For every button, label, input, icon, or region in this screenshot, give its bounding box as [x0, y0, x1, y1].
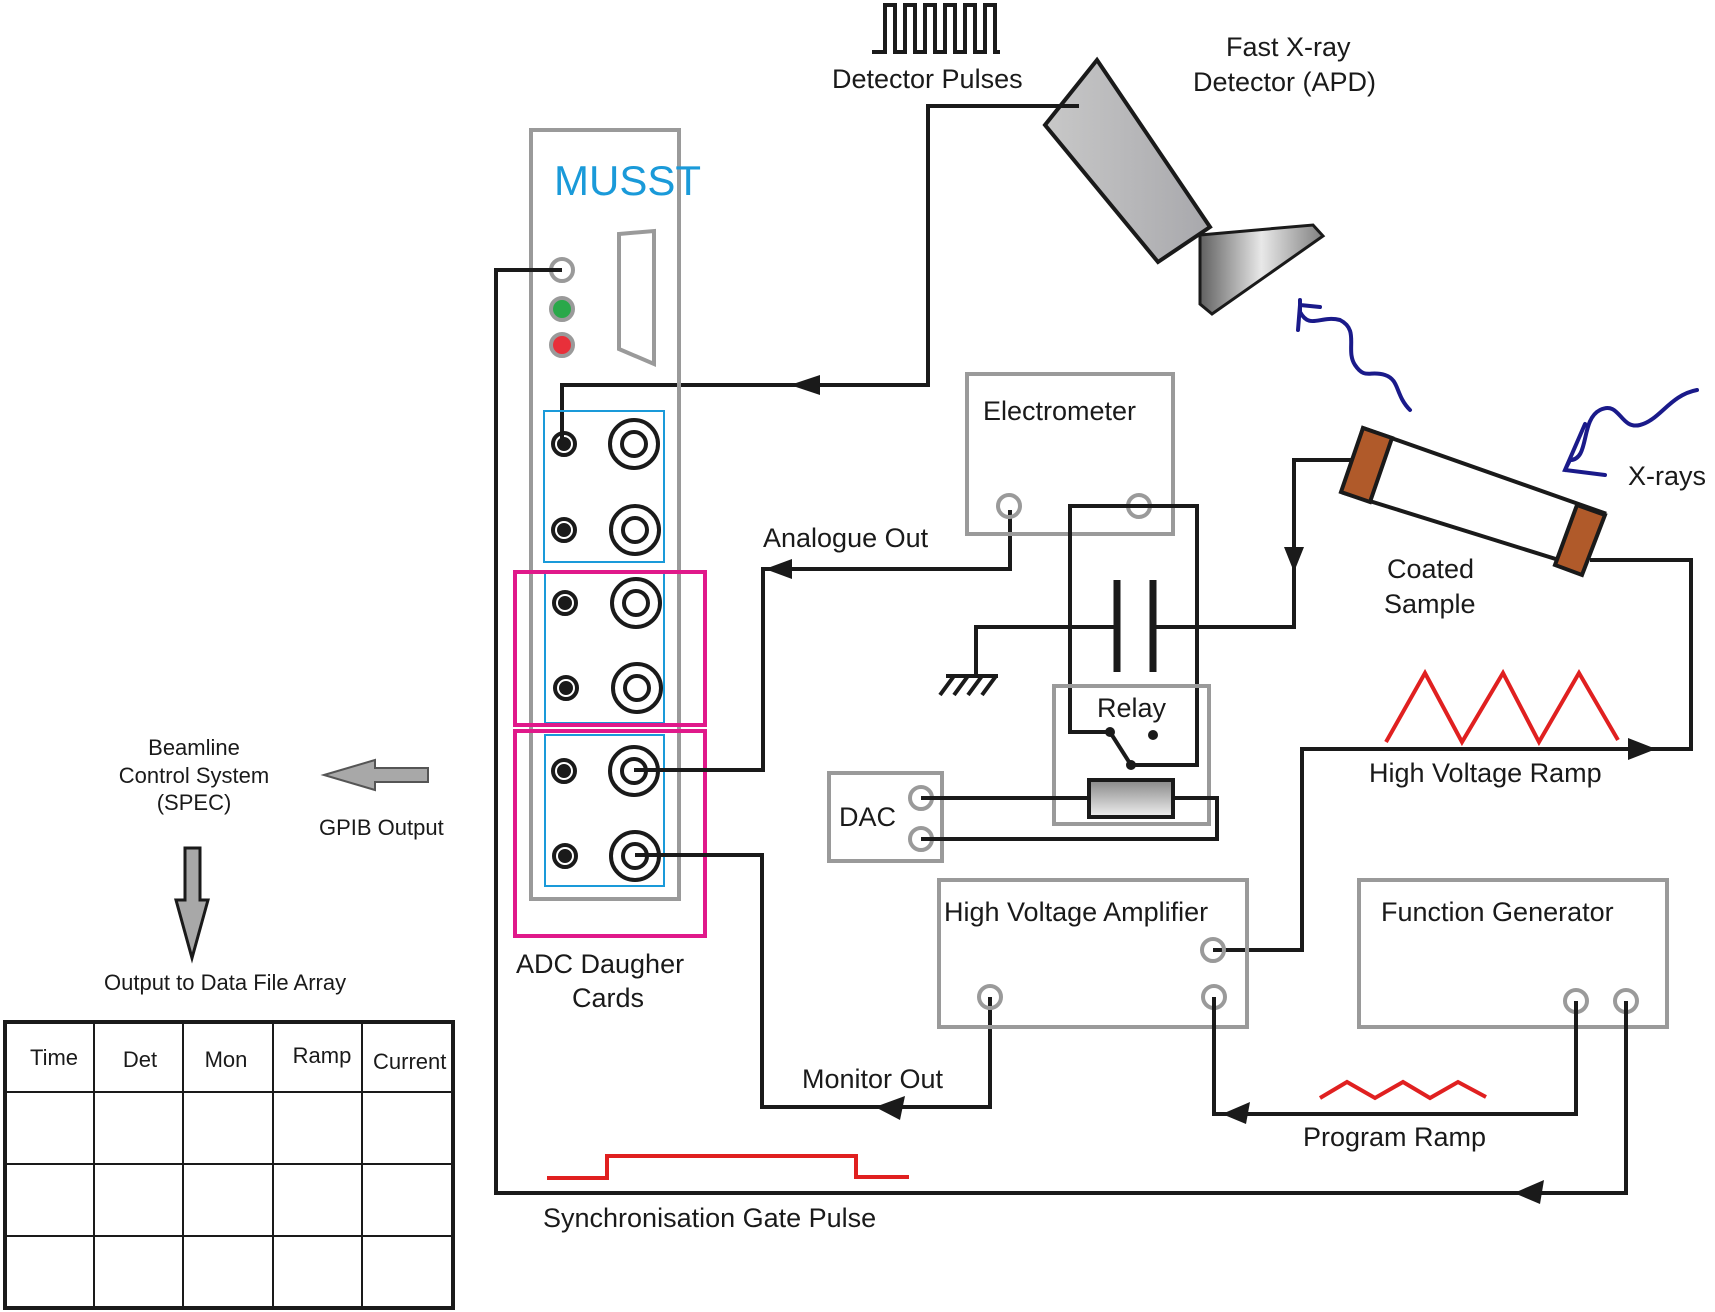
table-header-mon: Mon [205, 1047, 248, 1072]
relay-coil-icon [1087, 778, 1175, 819]
relay-contact [1105, 727, 1115, 737]
sync-gate-waveform [547, 1154, 909, 1180]
musst-chassis [529, 128, 681, 901]
db-connector-icon [617, 228, 656, 368]
adc-card-1 [543, 410, 665, 563]
hva-box [937, 878, 1249, 1029]
electrometer-title: Electrometer [983, 396, 1136, 426]
function-generator-box [1357, 878, 1669, 1029]
wire-sync-gate [494, 268, 1628, 1195]
hva-title: High Voltage Amplifier [944, 897, 1208, 927]
control-line1: Beamline [148, 735, 240, 760]
adc-highlight-2 [513, 570, 707, 727]
adc-label-line1: ADC Daugher [516, 949, 684, 979]
musst-title: MUSST [554, 157, 701, 204]
dac-box [827, 771, 944, 863]
table-header-time: Time [30, 1045, 78, 1070]
data-file-array-table [3, 1020, 455, 1310]
hv-ramp-waveform [1384, 668, 1620, 747]
control-line2: Control System [119, 763, 269, 788]
green-led-icon [549, 296, 575, 322]
program-ramp-waveform [1318, 1079, 1487, 1101]
electrometer-port-1 [996, 493, 1022, 519]
relay-box [1052, 684, 1211, 826]
output-to-data-file-label: Output to Data File Array [104, 970, 346, 995]
detector-pulse-waveform [872, 3, 1000, 54]
wire-capacitor-sample [1153, 458, 1363, 629]
arrow-icon [1628, 738, 1656, 760]
wire-dac-relay-2 [921, 796, 1219, 841]
wire-ground [974, 625, 1117, 676]
relay-label: Relay [1097, 693, 1167, 723]
wire-detector-to-musst [560, 104, 1079, 445]
relay-contact [1126, 760, 1136, 770]
arrow-icon [875, 1096, 905, 1120]
adc-highlight-3 [513, 729, 707, 938]
hv-ramp-label: High Voltage Ramp [1369, 758, 1602, 788]
arrow-icon [1222, 1102, 1250, 1124]
adc-label-line2: Cards [572, 983, 644, 1013]
monitor-out-label: Monitor Out [802, 1064, 944, 1094]
detector-title-line2: Detector (APD) [1193, 67, 1376, 97]
analogue-out-label: Analogue Out [763, 523, 929, 553]
sample-label-line1: Coated [1387, 554, 1474, 584]
wire-sample-hv [1213, 558, 1693, 952]
relay-contact [1148, 730, 1158, 740]
sync-gate-label: Synchronisation Gate Pulse [543, 1203, 876, 1233]
hva-port-out [1200, 937, 1226, 963]
ground-icon [938, 674, 998, 697]
table-header-ramp: Ramp [293, 1043, 352, 1068]
wire-monitor-out [635, 853, 992, 1109]
wire-analogue-out [634, 510, 1012, 772]
xray-fluorescence-icon [1296, 298, 1412, 412]
arrow-icon [1284, 547, 1304, 572]
detector-pulses-label: Detector Pulses [832, 64, 1023, 94]
arrow-icon [1514, 1180, 1544, 1204]
program-ramp-label: Program Ramp [1303, 1122, 1486, 1152]
relay-switch [1108, 730, 1133, 767]
control-line3: (SPEC) [157, 790, 232, 815]
xray-incoming-icon [1562, 388, 1699, 477]
adc-connectors [551, 418, 663, 882]
apd-detector-icon [1042, 56, 1326, 316]
sample-label-line2: Sample [1384, 589, 1476, 619]
wire-electrometer-relay [1068, 504, 1139, 734]
wire-program-ramp [1212, 997, 1578, 1116]
coated-sample-icon [1338, 425, 1608, 578]
table-header-det: Det [123, 1047, 157, 1072]
adc-card-3 [544, 734, 665, 887]
arrow-icon [790, 375, 820, 395]
gpib-output-label: GPIB Output [319, 815, 444, 840]
detector-title-line1: Fast X-ray [1226, 32, 1351, 62]
wire-electrometer-relay-2 [1131, 504, 1199, 767]
hva-port-monitor [977, 984, 1003, 1010]
function-generator-title: Function Generator [1381, 897, 1614, 927]
dac-label: DAC [839, 802, 896, 832]
arrow-icon [765, 559, 792, 579]
output-arrow-icon [174, 846, 210, 964]
gpib-arrow-icon [320, 758, 429, 792]
red-led-icon [549, 332, 575, 358]
table-header-current: Current [373, 1049, 446, 1074]
xrays-label: X-rays [1628, 461, 1706, 491]
